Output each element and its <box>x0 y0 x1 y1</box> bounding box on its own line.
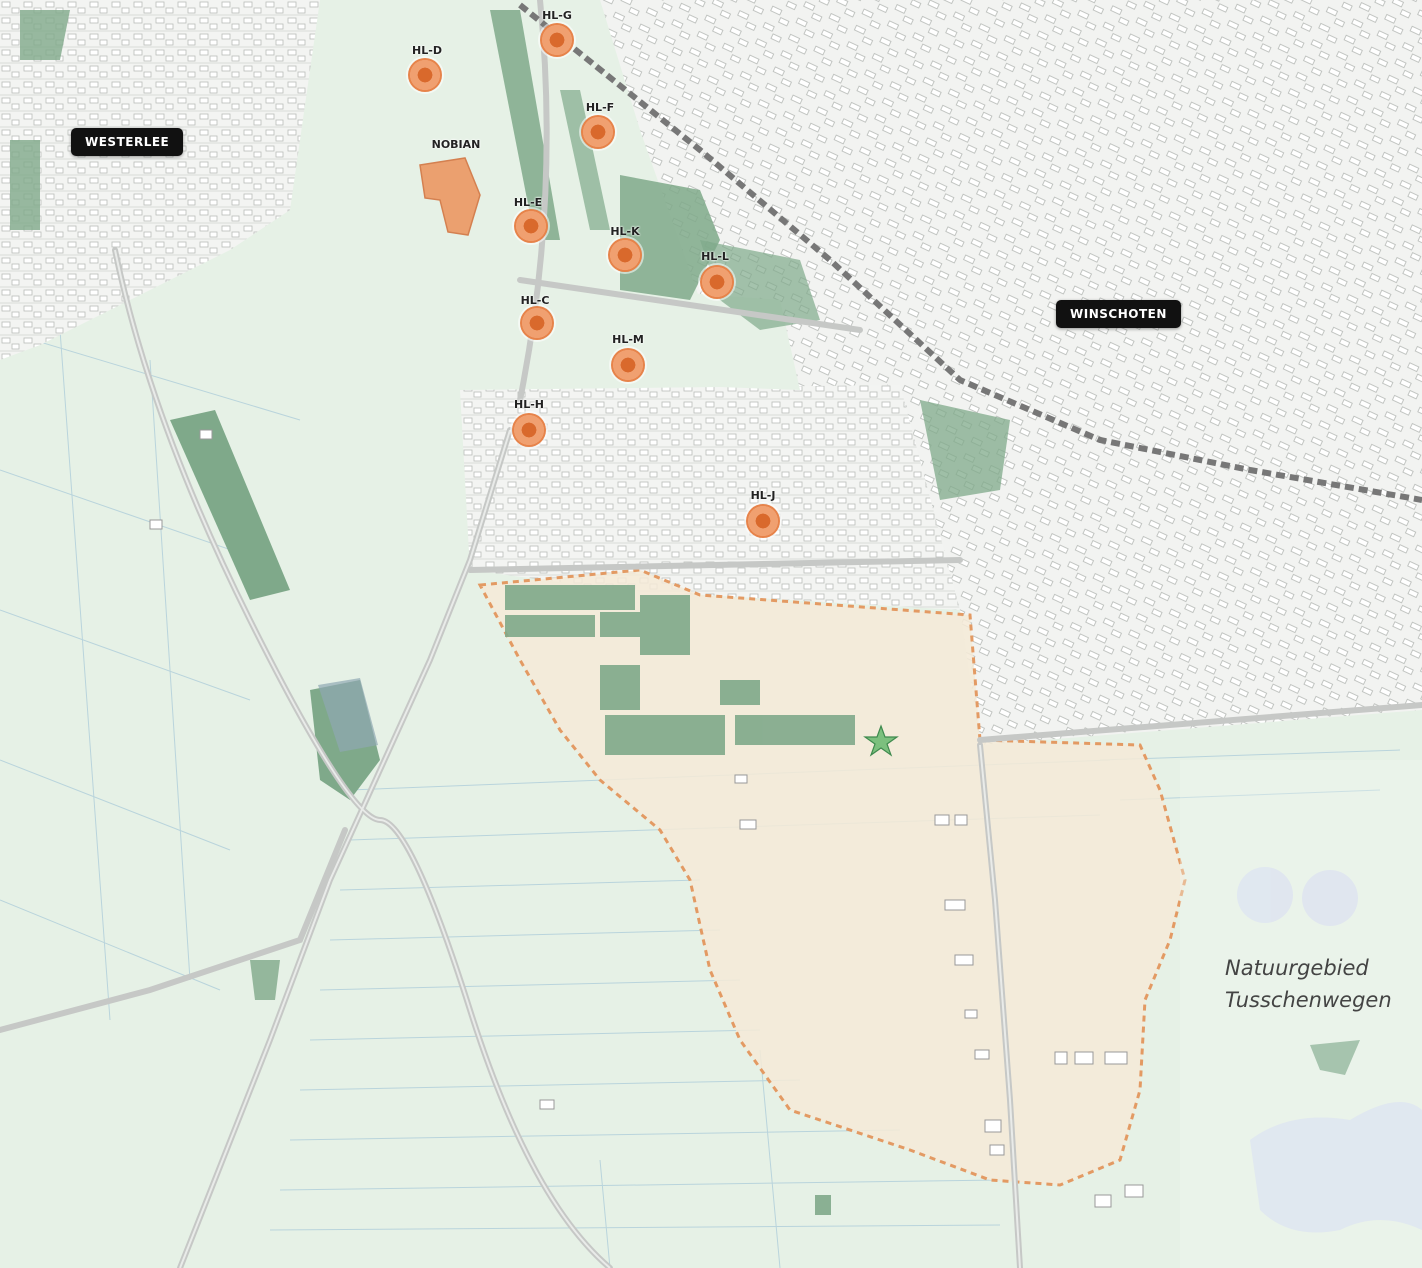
railway <box>518 2 1422 503</box>
drill-site-icon[interactable] <box>408 58 442 92</box>
drill-site-icon[interactable] <box>608 238 642 272</box>
water-plot <box>318 678 378 752</box>
nobian-site <box>419 157 481 236</box>
marker-label-hl-m: HL-M <box>612 333 644 346</box>
drill-site-icon[interactable] <box>611 348 645 382</box>
residential-strip <box>460 385 960 610</box>
westerlee-urban <box>0 0 320 360</box>
nature-ponds <box>1237 867 1422 1233</box>
greenhouse-blocks <box>505 585 855 755</box>
drill-site-icon[interactable] <box>700 265 734 299</box>
drill-site-icon[interactable] <box>520 306 554 340</box>
drill-site-icon[interactable] <box>746 504 780 538</box>
marker-label-hl-f: HL-F <box>585 101 615 114</box>
town-label-winschoten: WINSCHOTEN <box>1056 300 1181 328</box>
marker-label-hl-h: HL-H <box>514 398 544 411</box>
marker-label-hl-g: HL-G <box>542 9 572 22</box>
drill-site-icon[interactable] <box>514 209 548 243</box>
marker-label-hl-j: HL-J <box>750 489 776 502</box>
marker-label-hl-l: HL-L <box>701 250 729 263</box>
star-icon <box>863 724 899 757</box>
nature-area-line-2: Tusschenwegen <box>1225 988 1392 1012</box>
marker-label-hl-e: HL-E <box>513 196 543 209</box>
drill-site-icon[interactable] <box>540 23 574 57</box>
drill-site-icon[interactable] <box>512 413 546 447</box>
winschoten-urban <box>600 0 1422 745</box>
nature-area-line-1: Natuurgebied <box>1225 956 1369 980</box>
drill-site-icon[interactable] <box>581 115 615 149</box>
farm-buildings <box>149 429 1144 1208</box>
town-label-westerlee: WESTERLEE <box>71 128 184 156</box>
nature-area-label: Natuurgebied Tusschenwegen <box>1225 952 1392 1016</box>
site-label-nobian: NOBIAN <box>431 138 481 151</box>
marker-label-hl-d: HL-D <box>412 44 442 57</box>
marker-label-hl-k: HL-K <box>610 225 640 238</box>
marker-label-hl-c: HL-C <box>520 294 550 307</box>
nature-area-ground <box>1180 760 1422 1268</box>
